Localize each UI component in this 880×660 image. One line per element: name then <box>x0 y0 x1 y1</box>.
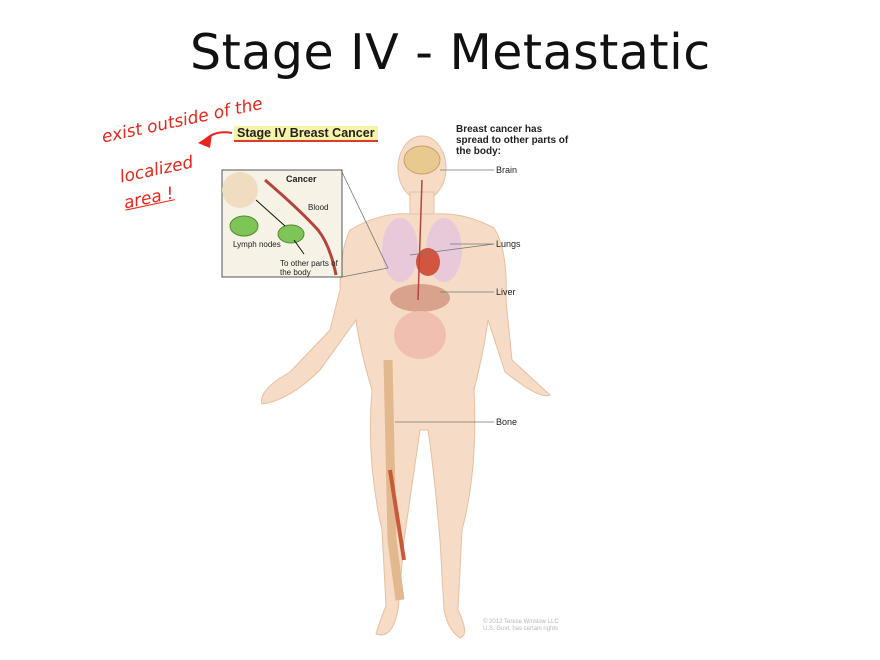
blood-vessel <box>417 179 423 301</box>
leg-muscle <box>388 469 406 561</box>
inset-box <box>221 169 343 278</box>
annotation-arrowhead <box>198 134 212 148</box>
liver <box>390 284 450 312</box>
leg-bone <box>383 359 405 601</box>
copyright-line1: © 2012 Terese Winslow LLC <box>483 619 559 625</box>
inset-label-other-parts: To other parts of the body <box>280 259 338 277</box>
leader-lines <box>341 169 495 423</box>
brain <box>403 145 441 175</box>
figure-title: Stage IV Breast Cancer <box>234 126 378 142</box>
inset-label-cancer: Cancer <box>286 174 317 184</box>
intestines <box>394 311 446 359</box>
inset-label-lymph-nodes: Lymph nodes <box>233 240 281 249</box>
heart <box>416 248 440 276</box>
spread-heading: Breast cancer has spread to other parts … <box>456 124 569 157</box>
slide-title: Stage IV - Metastatic <box>190 24 711 81</box>
label-liver: Liver <box>496 287 516 297</box>
copyright-line2: U.S. Govt. has certain rights <box>483 626 559 632</box>
copyright: © 2012 Terese Winslow LLC U.S. Govt. has… <box>483 619 559 633</box>
label-brain: Brain <box>496 165 518 175</box>
label-bone: Bone <box>496 417 518 427</box>
inset-label-blood: Blood <box>308 203 329 212</box>
label-lungs: Lungs <box>496 239 521 249</box>
